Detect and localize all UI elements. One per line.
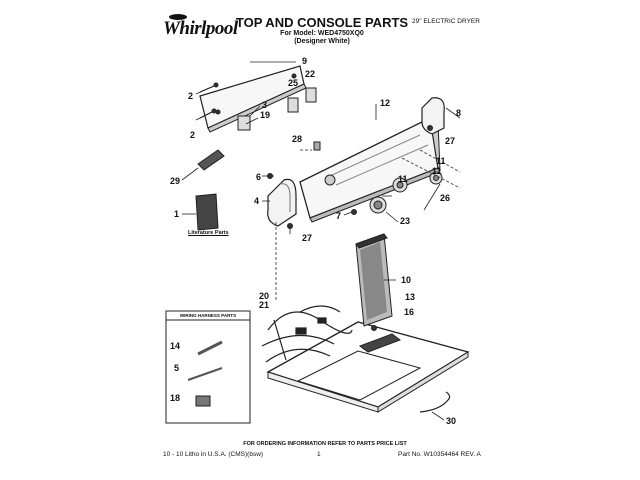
callout-26: 26 bbox=[440, 193, 451, 203]
terminal-block-harness bbox=[197, 149, 225, 171]
wiring-box-title: WIRING HARNESS PARTS bbox=[179, 313, 237, 318]
callout-30: 30 bbox=[446, 416, 457, 426]
callout-29: 29 bbox=[170, 176, 181, 186]
main-wire-harness bbox=[261, 305, 353, 363]
ordering-note: FOR ORDERING INFORMATION REFER TO PARTS … bbox=[243, 441, 407, 447]
model-number: For Model: WED4750XQ0 bbox=[280, 30, 364, 37]
lint-opening bbox=[296, 350, 422, 401]
lint-housing bbox=[358, 333, 402, 353]
callout-11-middle: 11 bbox=[432, 166, 442, 176]
callout-2-upper: 2 bbox=[188, 91, 194, 101]
callout-27-lower: 27 bbox=[302, 233, 313, 243]
page-number: 1 bbox=[317, 451, 321, 458]
literature-parts-label: Literature Parts bbox=[188, 230, 229, 236]
callout-leaders bbox=[181, 61, 461, 421]
console-switches bbox=[237, 87, 321, 151]
model-color: (Designer White) bbox=[294, 38, 350, 45]
callout-2-lower: 2 bbox=[190, 130, 196, 140]
callout-9: 9 bbox=[302, 56, 308, 66]
callout-13: 13 bbox=[405, 292, 416, 302]
callout-10: 10 bbox=[401, 275, 412, 285]
print-info: 10 - 10 Litho in U.S.A. (CMS)(bsw) bbox=[163, 451, 264, 458]
callout-22: 22 bbox=[305, 69, 316, 79]
part-number: Part No. W10354464 REV. A bbox=[398, 451, 481, 458]
console-left-end-cap bbox=[267, 178, 297, 227]
callout-27-upper: 27 bbox=[445, 136, 456, 146]
callout-18: 18 bbox=[170, 393, 181, 403]
callout-11-lower: 11 bbox=[398, 174, 408, 184]
whirlpool-logo: Whirlpool bbox=[163, 14, 238, 40]
callout-28: 28 bbox=[292, 134, 303, 144]
wiring-box-parts bbox=[187, 340, 223, 407]
control-knobs bbox=[369, 171, 443, 214]
callout-16: 16 bbox=[404, 307, 415, 317]
console-rear-bracket bbox=[199, 65, 307, 133]
product-type: 29" ELECTRIC DRYER bbox=[412, 18, 480, 25]
callout-14: 14 bbox=[170, 341, 181, 351]
callout-5: 5 bbox=[174, 363, 180, 373]
callout-23: 23 bbox=[400, 216, 411, 226]
callout-3: 3 bbox=[262, 100, 268, 110]
logo-text: Whirlpool bbox=[163, 18, 238, 39]
lint-screen bbox=[355, 233, 393, 327]
logo-swirl-icon bbox=[169, 14, 187, 20]
callout-1: 1 bbox=[174, 209, 180, 219]
callout-11-top: 11 bbox=[436, 156, 446, 166]
top-panel-side-edge bbox=[377, 351, 469, 413]
callout-6: 6 bbox=[256, 172, 262, 182]
callout-8: 8 bbox=[456, 108, 462, 118]
console-right-end-cap bbox=[421, 97, 445, 135]
assembly-leader-lines bbox=[275, 149, 461, 300]
callout-19: 19 bbox=[260, 110, 271, 120]
literature-booklet bbox=[195, 193, 219, 231]
callout-25: 25 bbox=[288, 78, 299, 88]
callout-4: 4 bbox=[254, 196, 260, 206]
power-cord bbox=[419, 391, 451, 413]
callout-12: 12 bbox=[380, 98, 391, 108]
callout-21: 21 bbox=[259, 300, 270, 310]
callout-7: 7 bbox=[336, 211, 342, 221]
page-title: TOP AND CONSOLE PARTS bbox=[235, 15, 409, 30]
callout-20: 20 bbox=[259, 291, 270, 301]
